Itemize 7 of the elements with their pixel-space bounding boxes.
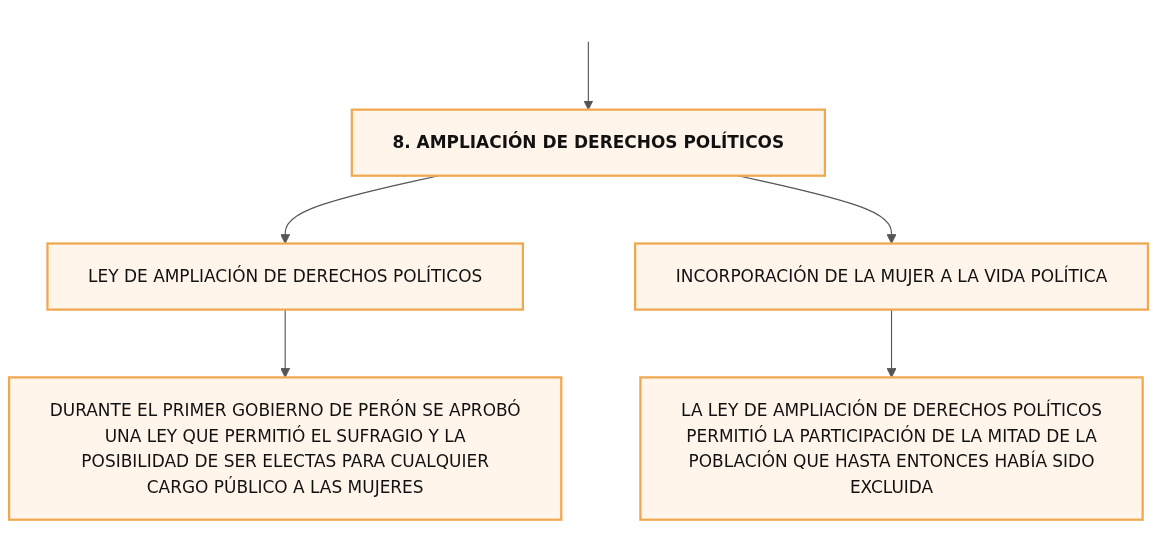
arrow: [886, 309, 897, 378]
node-box: INCORPORACIÓN DE LA MUJER A LA VIDA POLÍTICA: [633, 242, 1150, 311]
node-box: LA LEY DE AMPLIACIÓN DE DERECHOS POLÍTICOS PERMITIÓ LA PARTICIPACIÓN DE LA MITAD DE LA POBLACIÓN QUE HASTA ENTONCES HABÍA SIDO EXCLUIDA: [639, 376, 1144, 521]
node-box: LEY DE AMPLIACIÓN DE DERECHOS POLÍTICOS: [46, 242, 525, 311]
arrow: [280, 309, 291, 378]
node-box: 8. AMPLIACIÓN DE DERECHOS POLÍTICOS: [350, 108, 826, 177]
node-box: DURANTE EL PRIMER GOBIERNO DE PERÓN SE APROBÓ UNA LEY QUE PERMITIÓ EL SUFRAGIO Y LA POSIBILIDAD DE SER ELECTAS PARA CUALQUIER CARGO PÚBLICO A LAS MUJERES: [7, 376, 563, 521]
